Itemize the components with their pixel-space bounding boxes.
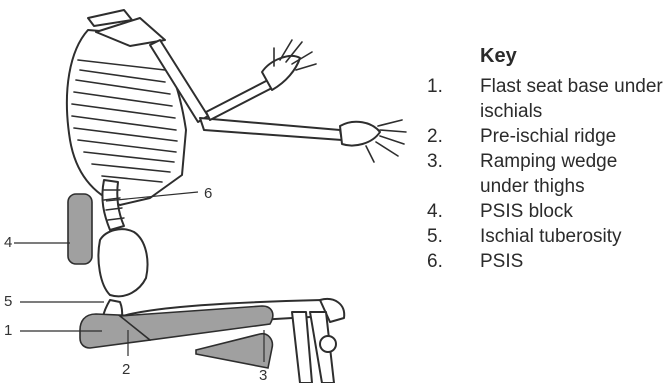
key-item-number: 2.	[427, 124, 480, 149]
callout-3: 3	[259, 367, 267, 383]
key-item-text: Flast seat base under ischials	[480, 74, 671, 124]
key-item-number: 6.	[427, 249, 480, 274]
key-item-3: 3.Ramping wedge under thighs	[427, 149, 671, 199]
key-item-number: 4.	[427, 199, 480, 224]
key-item-1: 1.Flast seat base under ischials	[427, 74, 671, 124]
key-item-number: 3.	[427, 149, 480, 199]
callout-4: 4	[4, 234, 12, 251]
key-item-text: Ramping wedge under thighs	[480, 149, 671, 199]
key-title: Key	[480, 44, 671, 68]
key-item-2: 2.Pre-ischial ridge	[427, 124, 671, 149]
key-item-4: 4.PSIS block	[427, 199, 671, 224]
key-item-text: Ischial tuberosity	[480, 224, 671, 249]
key-legend: Key 1.Flast seat base under ischials 2.P…	[427, 44, 671, 274]
callout-2: 2	[122, 361, 130, 378]
callout-1: 1	[4, 322, 12, 339]
key-item-text: PSIS block	[480, 199, 671, 224]
ramping-wedge	[196, 334, 272, 368]
callout-6: 6	[204, 185, 212, 202]
callout-5: 5	[4, 293, 12, 310]
key-item-5: 5.Ischial tuberosity	[427, 224, 671, 249]
psis-block	[68, 194, 92, 264]
key-item-number: 5.	[427, 224, 480, 249]
seat-components	[68, 194, 273, 368]
key-list: 1.Flast seat base under ischials 2.Pre-i…	[427, 74, 671, 274]
key-item-text: PSIS	[480, 249, 671, 274]
key-item-text: Pre-ischial ridge	[480, 124, 671, 149]
key-item-number: 1.	[427, 74, 480, 124]
key-item-6: 6.PSIS	[427, 249, 671, 274]
